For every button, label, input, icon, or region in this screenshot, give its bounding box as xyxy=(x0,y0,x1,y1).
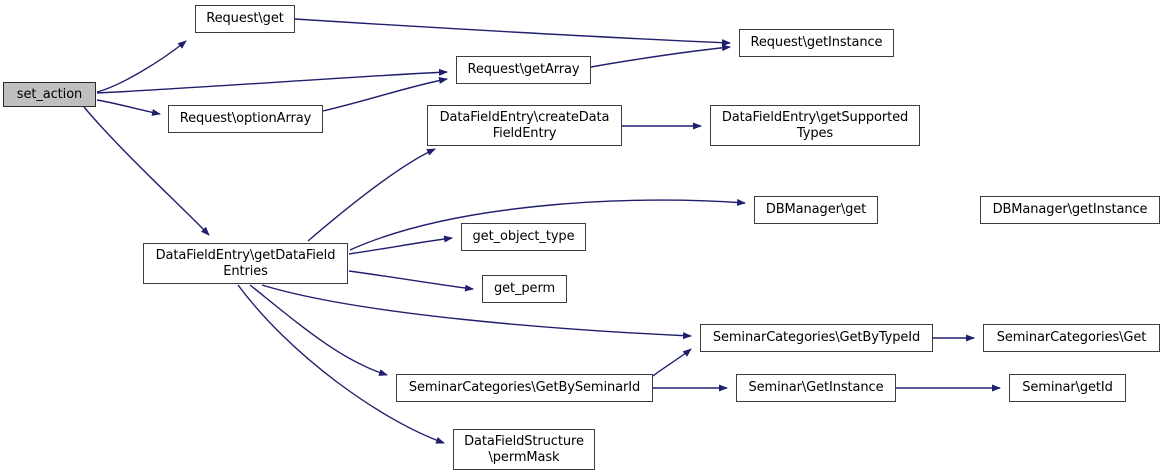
graph-node-sc_byseminarid[interactable]: SeminarCategories\GetBySeminarId xyxy=(396,374,653,402)
graph-node-dfe_supported[interactable]: DataFieldEntry\getSupported Types xyxy=(710,105,920,146)
graph-node-dfe_create[interactable]: DataFieldEntry\createData FieldEntry xyxy=(427,105,622,146)
graph-edge-request_getarray-to-request_getinst xyxy=(590,44,731,68)
graph-node-request_option[interactable]: Request\optionArray xyxy=(168,105,323,133)
graph-edge-request_get-to-request_getinst xyxy=(294,18,731,47)
graph-node-dbm_get[interactable]: DBManager\get xyxy=(754,196,878,224)
graph-node-sc_get[interactable]: SeminarCategories\Get xyxy=(983,324,1160,352)
graph-node-request_get[interactable]: Request\get xyxy=(195,5,295,33)
graph-node-dbm_getinst[interactable]: DBManager\getInstance xyxy=(980,196,1160,224)
graph-node-get_object_type[interactable]: get_object_type xyxy=(461,223,586,251)
graph-edge-set_action-to-request_option xyxy=(96,99,161,116)
graph-edge-set_action-to-request_getarray xyxy=(96,68,448,94)
graph-node-sc_bytypeid[interactable]: SeminarCategories\GetByTypeId xyxy=(700,324,933,352)
graph-edge-set_action-to-request_get xyxy=(96,40,187,93)
graph-edge-sc_byseminarid-to-sc_bytypeid xyxy=(652,348,692,377)
graph-node-seminar_getinst[interactable]: Seminar\GetInstance xyxy=(736,374,896,402)
graph-node-set_action[interactable]: set_action xyxy=(3,82,96,107)
graph-node-seminar_getid[interactable]: Seminar\getId xyxy=(1009,374,1126,402)
graph-edge-dfe_entries-to-get_object_type xyxy=(348,235,453,255)
graph-node-request_getarray[interactable]: Request\getArray xyxy=(456,56,591,84)
graph-edge-dfe_entries-to-dfe_create xyxy=(307,148,436,242)
graph-node-dfe_entries[interactable]: DataFieldEntry\getDataField Entries xyxy=(143,243,348,284)
graph-node-get_perm[interactable]: get_perm xyxy=(482,275,567,303)
graph-edge-dfe_entries-to-sc_byseminarid xyxy=(249,284,388,376)
graph-edge-dfe_entries-to-sc_bytypeid xyxy=(261,284,692,340)
graph-node-request_getinst[interactable]: Request\getInstance xyxy=(739,29,894,57)
graph-edge-dfe_entries-to-dfs_permmask xyxy=(237,284,445,444)
graph-edge-dfe_entries-to-get_perm xyxy=(348,270,474,292)
graph-node-dfs_permmask[interactable]: DataFieldStructure \permMask xyxy=(453,429,595,470)
